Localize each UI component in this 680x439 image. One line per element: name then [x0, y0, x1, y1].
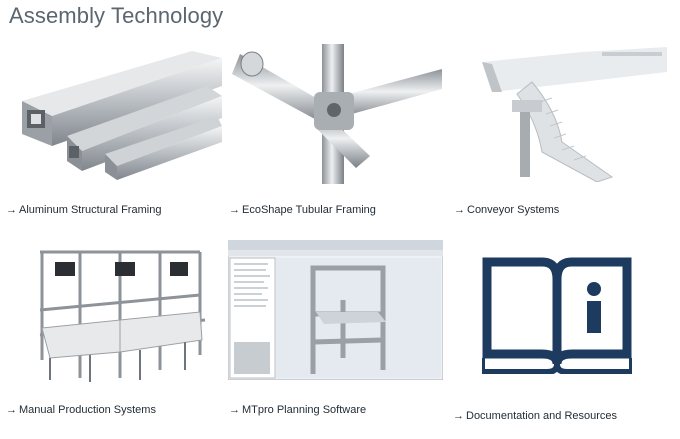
caption-conveyor-systems[interactable]: →Conveyor Systems: [454, 204, 559, 216]
arrow-icon: →: [454, 204, 465, 216]
tile-conveyor-systems[interactable]: [462, 42, 667, 182]
tile-label: EcoShape Tubular Framing: [242, 204, 376, 216]
caption-documentation[interactable]: →Documentation and Resources: [453, 410, 617, 422]
workstation-line-icon: [39, 250, 206, 382]
tile-ecoshape-framing[interactable]: [230, 44, 442, 184]
tile-mtpro-software[interactable]: [228, 240, 443, 380]
arrow-icon: →: [229, 404, 240, 416]
tile-manual-production[interactable]: [20, 240, 220, 385]
caption-ecoshape-framing[interactable]: →EcoShape Tubular Framing: [229, 204, 376, 216]
page-title: Assembly Technology: [9, 3, 224, 28]
conveyor-belt-icon: [482, 47, 667, 182]
caption-mtpro-software[interactable]: →MTpro Planning Software: [229, 404, 366, 416]
aluminum-profiles-icon: [22, 51, 222, 180]
arrow-icon: →: [6, 404, 17, 416]
tubular-connector-icon: [232, 44, 442, 184]
tile-label: Conveyor Systems: [467, 204, 560, 216]
info-book-icon: [482, 257, 632, 374]
software-screenshot-icon: [228, 240, 443, 380]
tile-documentation[interactable]: [482, 254, 632, 374]
arrow-icon: →: [453, 410, 464, 422]
tile-label: MTpro Planning Software: [242, 404, 367, 416]
arrow-icon: →: [229, 204, 240, 216]
arrow-icon: →: [6, 204, 17, 216]
tile-label: Manual Production Systems: [19, 404, 156, 416]
tile-aluminum-framing[interactable]: [17, 46, 222, 181]
caption-manual-production[interactable]: →Manual Production Systems: [6, 404, 156, 416]
caption-aluminum-framing[interactable]: →Aluminum Structural Framing: [6, 204, 161, 216]
tile-label: Documentation and Resources: [466, 410, 618, 422]
tile-label: Aluminum Structural Framing: [19, 204, 162, 216]
